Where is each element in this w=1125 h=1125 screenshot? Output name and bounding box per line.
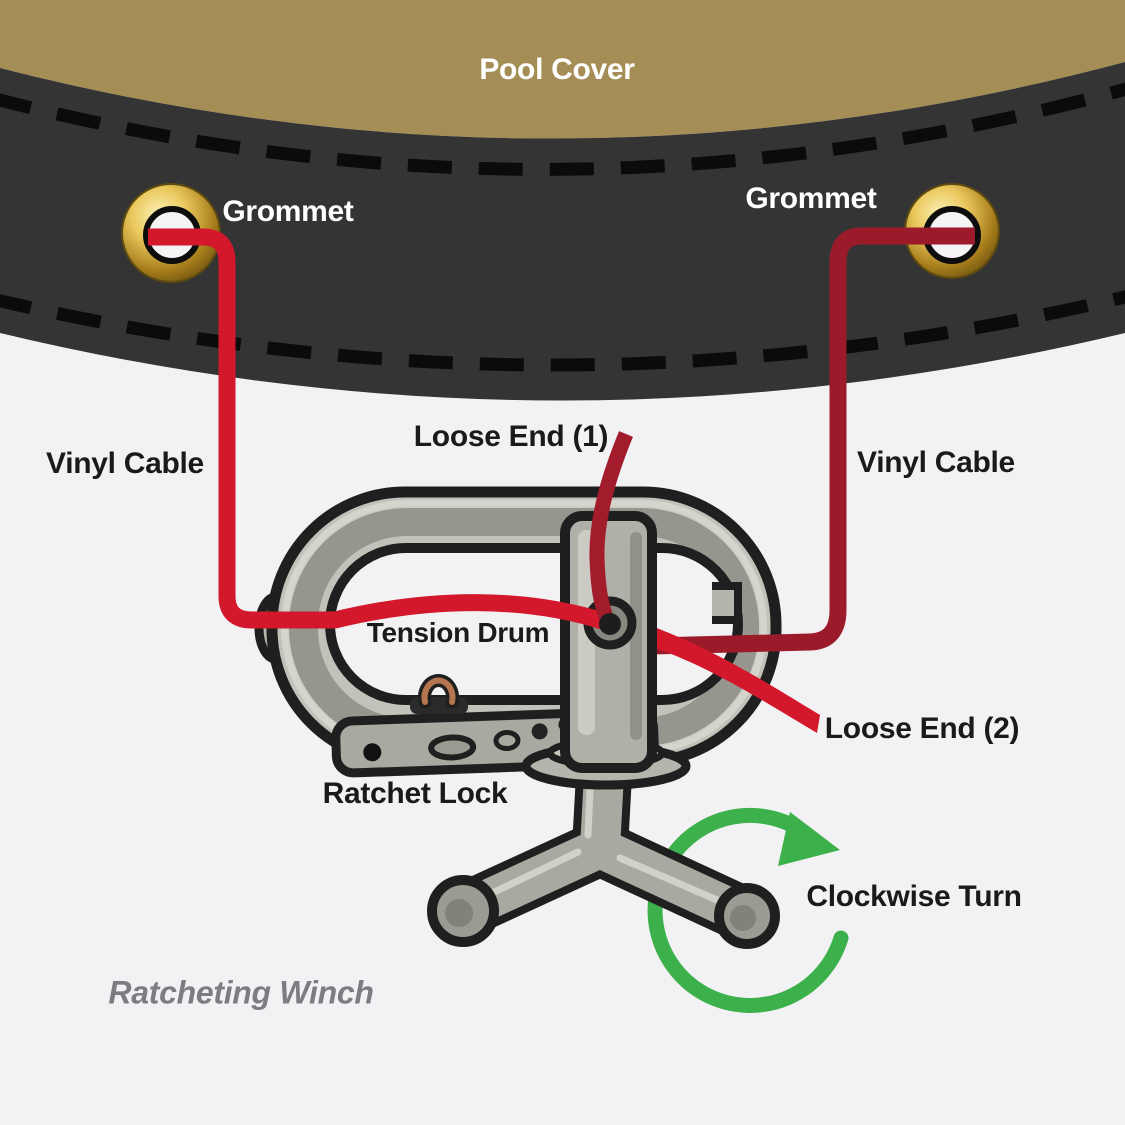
label-tension-drum: Tension Drum <box>366 617 550 648</box>
handle-knob-left <box>427 875 499 947</box>
pool-cover-band <box>0 0 1125 139</box>
vinyl-cable-left-path <box>148 228 609 631</box>
stitch-line-top <box>0 82 1125 176</box>
tension-drum-post <box>560 511 657 773</box>
loose-end-2-cable <box>636 622 820 733</box>
loose-end-1-cable <box>589 431 633 626</box>
vinyl-cable-right-path <box>651 227 975 655</box>
label-loose-end-1: Loose End (1) <box>413 420 609 453</box>
caption-ratcheting-winch: Ratcheting Winch <box>108 974 374 1011</box>
handle-knob-right <box>714 883 780 949</box>
label-grommet-right: Grommet <box>745 182 877 215</box>
drum-hole <box>599 613 621 635</box>
label-loose-end-2: Loose End (2) <box>824 712 1020 745</box>
label-ratchet-lock: Ratchet Lock <box>322 777 508 810</box>
stitch-line-bottom <box>0 290 1125 372</box>
label-vinyl-cable-left: Vinyl Cable <box>46 447 204 480</box>
frame-right-notch <box>712 582 742 624</box>
hook-copper <box>421 677 456 705</box>
label-vinyl-cable-right: Vinyl Cable <box>857 446 1015 479</box>
label-grommet-left: Grommet <box>222 195 354 228</box>
handle-highlights <box>482 786 728 907</box>
label-clockwise-turn: Clockwise Turn <box>806 880 1022 913</box>
label-pool-cover: Pool Cover <box>479 53 635 86</box>
stitch-lines <box>0 82 1125 372</box>
clockwise-arrow-icon <box>647 807 849 1013</box>
